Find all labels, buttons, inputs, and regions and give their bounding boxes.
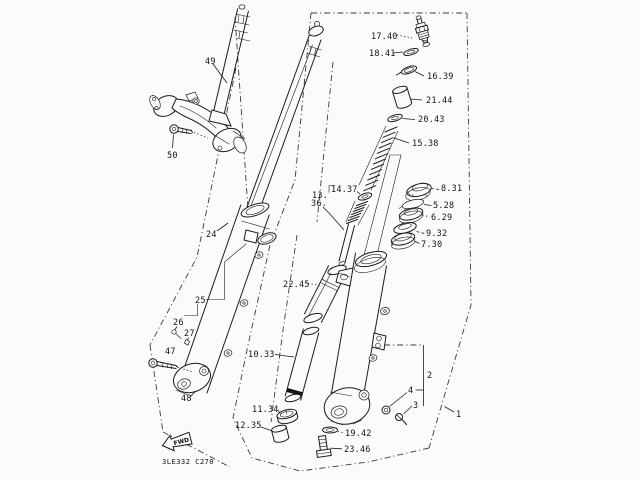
oil-seal-6-29: [398, 207, 424, 224]
assembly-boundary-dashed: [149, 12, 472, 472]
reflector-assembly: [243, 229, 277, 245]
part-label-18-41: 18.41: [369, 49, 396, 59]
cylinder-10-33: [284, 326, 320, 403]
part-label-10-33: 10.33: [248, 350, 275, 360]
fork-cap-8-31: [405, 182, 432, 201]
part-label-22-45: 22.45: [283, 280, 310, 290]
part-label-1: 1: [456, 410, 461, 420]
caliper-bracket: [335, 267, 354, 287]
part-label-14-37: 14.37: [331, 185, 358, 195]
slide-metal-7-30: [390, 232, 416, 250]
washer-19-42: [322, 426, 338, 434]
part-label-12-35: 12.35: [235, 421, 262, 431]
part-label-9-32: 9.32: [426, 229, 447, 239]
spring-seat-20-43: [387, 113, 403, 123]
part-label-19-42: 19.42: [345, 429, 372, 439]
part-label-13: 13.: [312, 191, 328, 201]
oil-lock-piece-12-35: [271, 424, 290, 443]
fork-spring-15-38: [358, 125, 399, 192]
hose-guide-bracket-2: [371, 332, 387, 351]
pinch-bolt-47: [148, 358, 194, 373]
leader-lines: [171, 34, 455, 450]
pinch-bolt-50: [169, 124, 209, 139]
part-label-21-44: 21.44: [426, 96, 453, 106]
part-label-15-38: 15.38: [412, 139, 439, 149]
screw-3: [395, 413, 407, 425]
part-label-8-31: 8.31: [441, 184, 462, 194]
axle-bracket-left: [173, 362, 211, 396]
part-label-50: 50: [167, 151, 178, 161]
part-label-17-40: 17.40: [371, 32, 398, 42]
slide-bushing-11-34: [276, 408, 299, 425]
part-label-3: 3: [413, 401, 418, 411]
part-label-2: 2: [427, 371, 432, 381]
part-label-25: 25: [195, 296, 206, 306]
part-label-24: 24: [206, 230, 217, 240]
part-label-6-29: 6.29: [431, 213, 452, 223]
outer-tube-right: [323, 250, 390, 426]
steering-stem-49: [213, 4, 251, 114]
washer-14-37: [357, 192, 373, 201]
seal-stack-bracket: [362, 154, 402, 260]
part-label-11-34: 11.34: [252, 405, 279, 415]
part-label-48: 48: [181, 394, 192, 404]
part-label-26: 26: [173, 318, 184, 328]
clip-16-39: [396, 65, 418, 76]
spacer-21-44: [392, 85, 413, 109]
part-label-7-30: 7.30: [421, 240, 442, 250]
left-fork-leg: [173, 21, 324, 396]
part-label-36: 36.: [311, 199, 327, 209]
part-label-20-43: 20.43: [418, 115, 445, 125]
part-label-27: 27: [184, 329, 195, 339]
inner-tube-22-45: [303, 264, 347, 324]
fwd-arrow-label: FWD: [173, 436, 190, 447]
clip-5-28: [398, 198, 425, 210]
bolt-23-46: [315, 435, 332, 458]
axle-bracket-right: [323, 387, 371, 426]
part-label-5-28: 5.28: [433, 201, 454, 211]
part-label-23-46: 23.46: [344, 445, 371, 455]
air-valve-17-40: [414, 15, 431, 47]
nut-4: [381, 405, 391, 415]
under-bracket: [149, 91, 247, 154]
part-label-49: 49: [205, 57, 216, 67]
part-label-16-39: 16.39: [427, 72, 454, 82]
part-label-47: 47: [165, 347, 176, 357]
part-label-4: 4: [408, 386, 413, 396]
gasket-18-41: [403, 48, 419, 56]
drawing-code: 3LE332 C270: [162, 457, 214, 466]
part-labels: 17.40 18.41 16.39 21.44 20.43 15.38 8.31…: [165, 32, 462, 455]
fwd-arrow: FWD: [161, 431, 193, 452]
